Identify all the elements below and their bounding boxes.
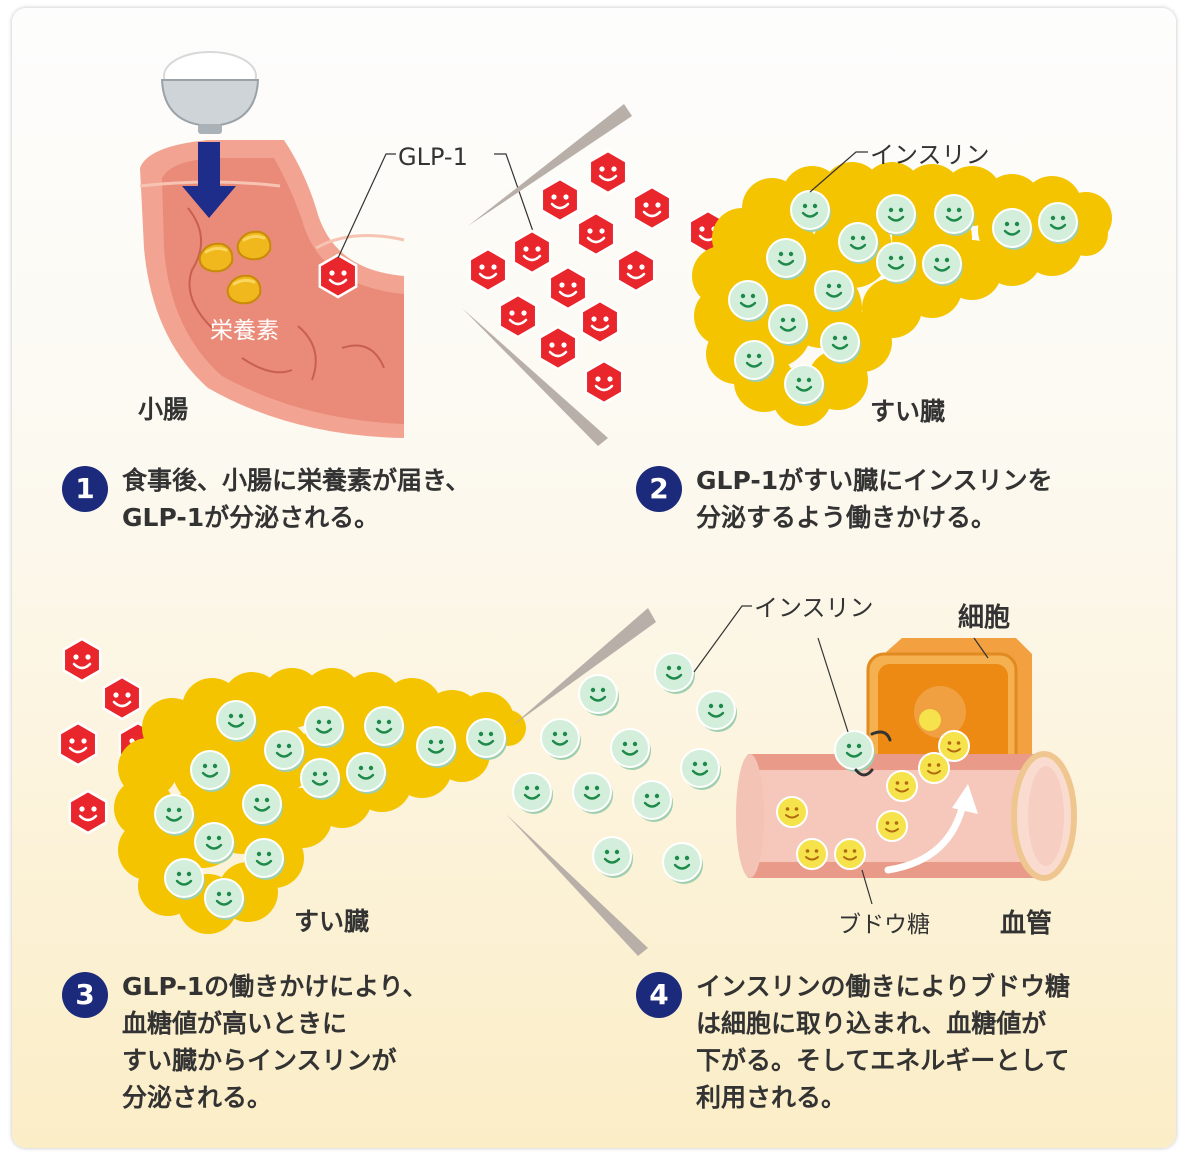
label-glucose: ブドウ糖 [838, 912, 930, 938]
label-insulin-bottom: インスリン [754, 594, 874, 622]
label-pancreas-top: すい臓 [870, 397, 945, 426]
label-glp1: GLP-1 [398, 143, 468, 171]
step-1-text: 食事後、小腸に栄養素が届き、 GLP-1が分泌される。 [122, 466, 471, 532]
glp1-molecule-icon [318, 253, 358, 299]
label-insulin-top: インスリン [870, 141, 990, 169]
pancreas-illustration-top [692, 162, 1112, 426]
step-1: 1 食事後、小腸に栄養素が届き、 GLP-1が分泌される。 [62, 462, 470, 536]
step-2-badge: 2 [636, 466, 682, 512]
label-small-intestine: 小腸 [138, 395, 188, 424]
zoom-wedge-top [468, 104, 632, 226]
step-3: 3 GLP-1の働きかけにより、 血糖値が高いときに すい臓からインスリンが 分… [62, 968, 428, 1116]
cell-illustration [866, 638, 1032, 782]
glp1-cluster [468, 149, 728, 405]
diagram-card: GLP-1 栄養素 小腸 インスリン すい臓 すい臓 インスリン 細胞 ブドウ糖… [12, 8, 1176, 1148]
step-3-text: GLP-1の働きかけにより、 血糖値が高いときに すい臓からインスリンが 分泌さ… [122, 972, 428, 1112]
zoom-wedge-bottom-2 [506, 814, 648, 956]
label-pancreas-bottom: すい臓 [294, 907, 369, 936]
step-1-badge: 1 [62, 466, 108, 512]
label-cell: 細胞 [958, 602, 1010, 633]
zoom-wedge-top-2 [512, 608, 656, 726]
label-nutrients: 栄養素 [210, 318, 279, 344]
diagram-illustration: GLP-1 栄養素 小腸 インスリン すい臓 すい臓 インスリン 細胞 ブドウ糖… [58, 51, 1112, 956]
small-intestine-illustration [139, 140, 405, 438]
pancreas-illustration-bottom [114, 668, 526, 934]
insulin-cluster [511, 651, 739, 886]
zoom-wedge-bottom [462, 308, 608, 446]
step-4: 4 インスリンの働きによりブドウ糖 は細胞に取り込まれ、血糖値が 下がる。そして… [636, 968, 1070, 1116]
step-4-text: インスリンの働きによりブドウ糖 は細胞に取り込まれ、血糖値が 下がる。そしてエネ… [696, 972, 1071, 1112]
step-2-text: GLP-1がすい臓にインスリンを 分泌するよう働きかける。 [696, 466, 1053, 532]
step-3-badge: 3 [62, 972, 108, 1018]
label-blood-vessel: 血管 [1000, 909, 1052, 939]
step-2: 2 GLP-1がすい臓にインスリンを 分泌するよう働きかける。 [636, 462, 1053, 536]
step-4-badge: 4 [636, 972, 682, 1018]
rice-bowl-icon [160, 51, 260, 134]
down-arrow-icon [182, 142, 236, 218]
